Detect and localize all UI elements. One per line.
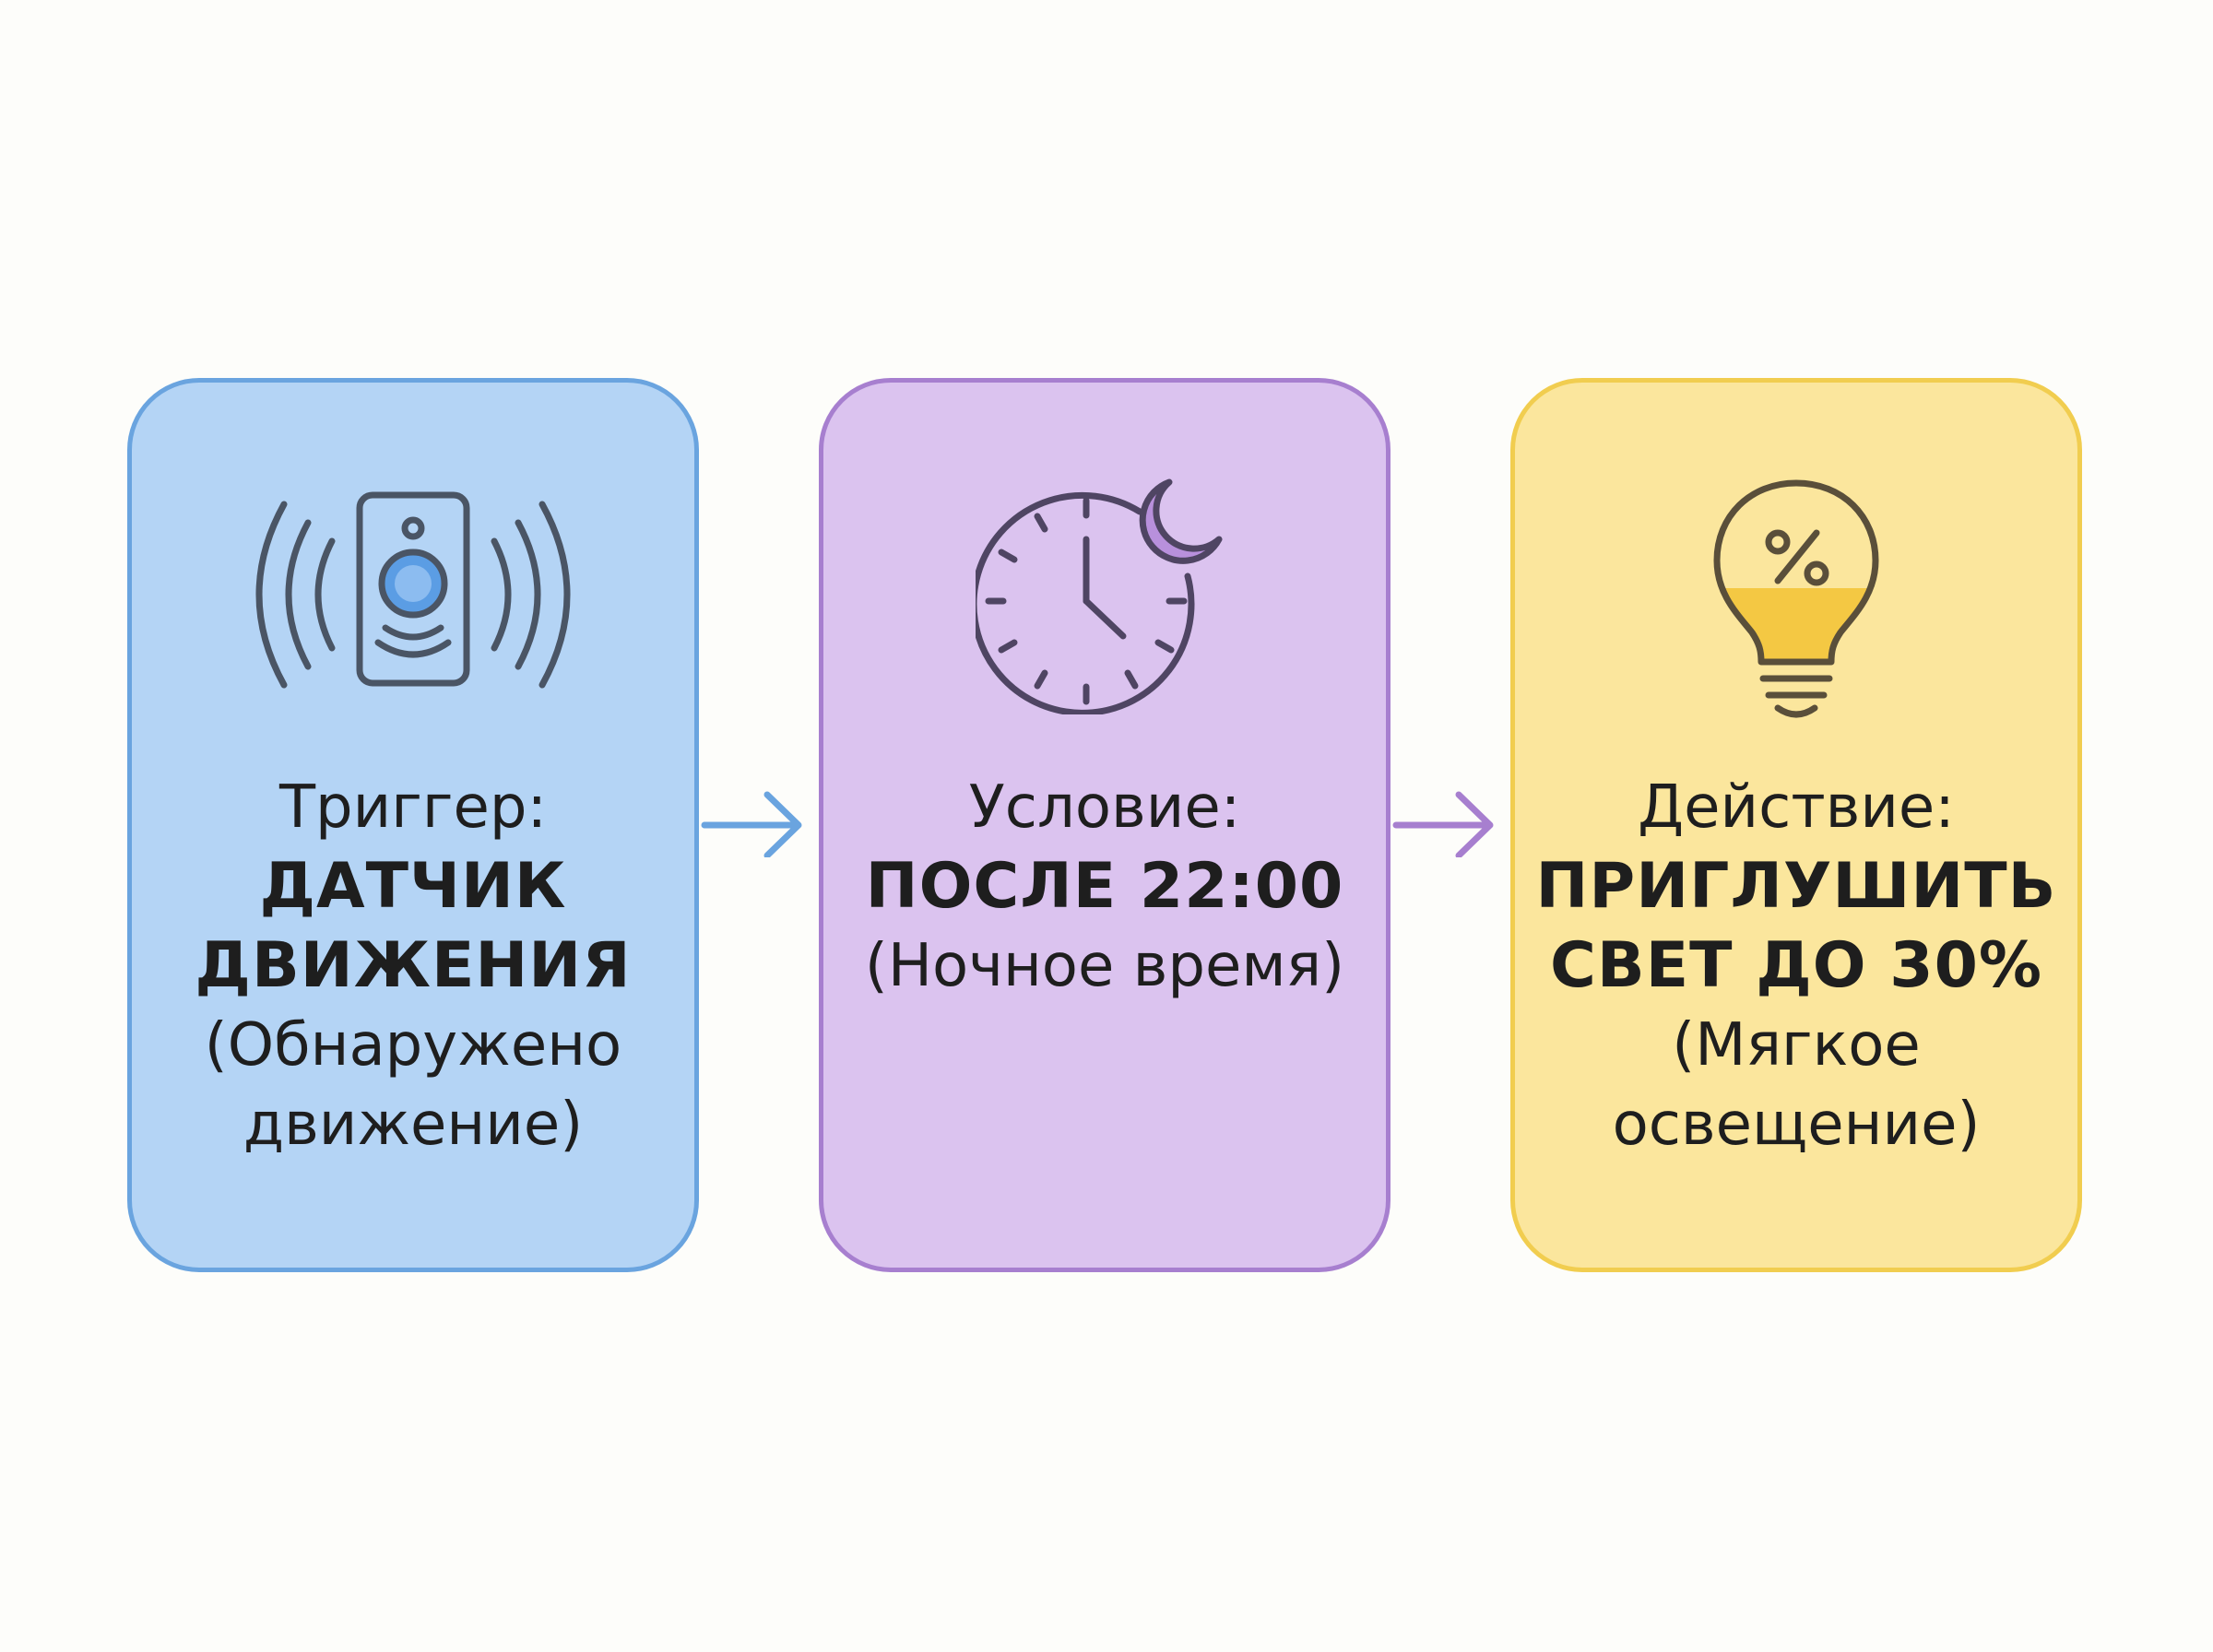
step-note-line: (Обнаружено [204,1011,622,1080]
step-value-line: ДАТЧИК [259,850,567,923]
step-value: ДАТЧИК ДВИЖЕНИЯ [132,847,694,1006]
step-value: ПОСЛЕ 22:00 [823,847,1386,926]
step-value-line: СВЕТ ДО 30% [1549,929,2043,1002]
step-note: (Ночное время) [823,926,1386,1006]
step-note: (Обнаружено движение) [132,1006,694,1164]
dim-bulb-icon [1515,475,2077,718]
step-note-line: (Ночное время) [864,932,1345,1000]
step-note-line: движение) [243,1091,584,1159]
step-value: ПРИГЛУШИТЬ СВЕТ ДО 30% [1515,847,2077,1006]
clock-moon-icon [823,475,1386,714]
step-value-line: ДВИЖЕНИЯ [195,929,632,1002]
condition-text: Условие: ПОСЛЕ 22:00 (Ночное время) [823,768,1386,1006]
step-label: Действие: [1638,773,1955,842]
condition-card: Условие: ПОСЛЕ 22:00 (Ночное время) [819,378,1391,1272]
step-note-line: освещение) [1612,1091,1981,1159]
step-note: (Мягкое освещение) [1515,1006,2077,1164]
step-note-line: (Мягкое [1672,1011,1921,1080]
trigger-card: Триггер: ДАТЧИК ДВИЖЕНИЯ (Обнаружено дви… [127,378,699,1272]
step-value-line: ПОСЛЕ 22:00 [865,850,1344,923]
step-label: Условие: [968,773,1241,842]
action-card: Действие: ПРИГЛУШИТЬ СВЕТ ДО 30% (Мягкое… [1510,378,2082,1272]
arrow-right-icon [701,791,802,857]
arrow-right-icon [1392,791,1494,857]
step-label: Триггер: [278,773,548,842]
motion-sensor-icon [132,475,694,714]
action-text: Действие: ПРИГЛУШИТЬ СВЕТ ДО 30% (Мягкое… [1515,768,2077,1164]
step-value-line: ПРИГЛУШИТЬ [1535,850,2057,923]
trigger-text: Триггер: ДАТЧИК ДВИЖЕНИЯ (Обнаружено дви… [132,768,694,1164]
